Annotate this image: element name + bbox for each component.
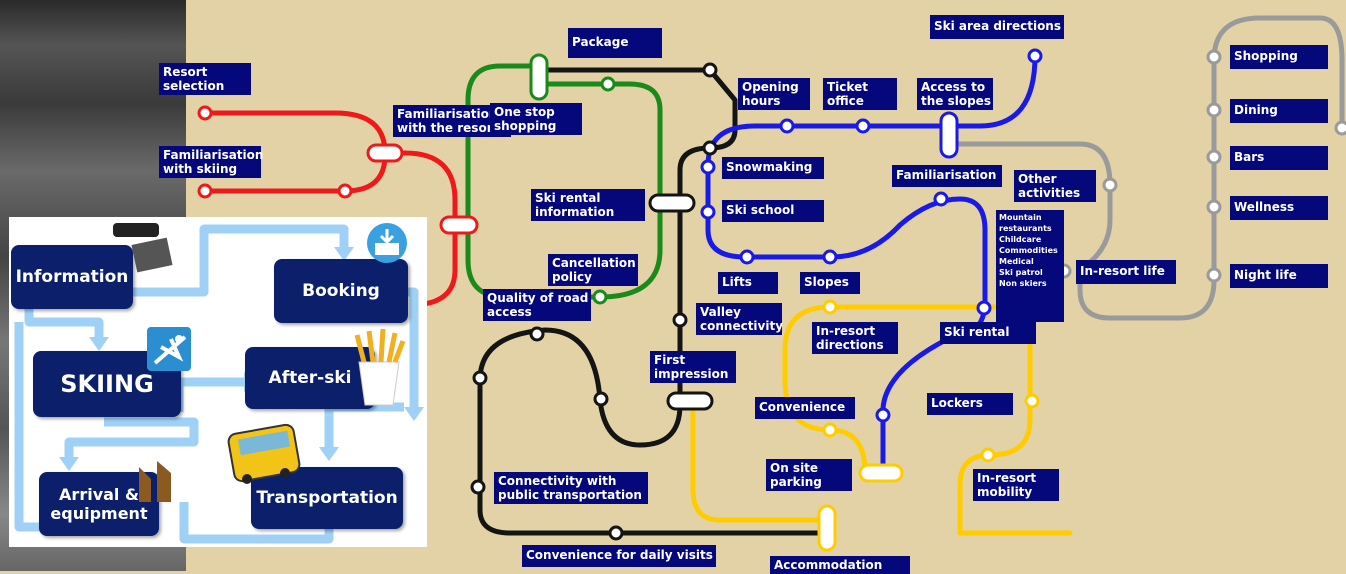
station: [197, 105, 213, 121]
label-ski-school: Ski school: [722, 200, 824, 222]
label-in-resort-life: In-resort life: [1076, 260, 1176, 284]
station: [822, 249, 838, 265]
label-valley-connectivity: Valley connectivity: [696, 303, 783, 335]
station: [608, 525, 624, 541]
inset-after-ski-box: After-ski: [245, 347, 375, 409]
label-accommodation: Accommodation: [770, 556, 910, 574]
station: [1102, 177, 1118, 193]
label-resort-selection: Resort selection: [159, 63, 251, 95]
label-cancellation-policy: Cancellation policy: [548, 254, 638, 286]
label-in-resort-mobility: In-resort mobility: [973, 469, 1059, 501]
inset-flow-diagram: Information Booking SKIING After-ski Arr…: [9, 217, 427, 547]
station: [855, 118, 871, 134]
station: [702, 140, 718, 156]
label-package: Package: [568, 28, 662, 58]
label-connectivity-public: Connectivity with public transportation: [494, 472, 648, 504]
label-opening-hours: Opening hours: [738, 78, 810, 110]
interchange-package: [529, 53, 549, 101]
station: [529, 326, 545, 342]
station: [1206, 49, 1222, 65]
label-other-activities: Other activities: [1014, 170, 1096, 202]
station: [822, 299, 838, 315]
station: [700, 159, 716, 175]
label-first-impression: First impression: [650, 351, 736, 383]
label-on-site-parking: On site parking: [766, 459, 852, 491]
station: [1024, 393, 1040, 409]
interchange-parking: [858, 463, 904, 483]
label-access-slopes: Access to the slopes: [917, 78, 993, 110]
station: [980, 447, 996, 463]
station: [1334, 120, 1346, 136]
station: [933, 191, 949, 207]
station: [592, 289, 608, 305]
station: [672, 312, 688, 328]
station: [1206, 149, 1222, 165]
interchange-rental: [648, 193, 696, 213]
interchange-first: [666, 391, 714, 411]
inset-skiing-box: SKIING: [33, 351, 181, 417]
label-familiarisation: Familiarisation: [892, 165, 1002, 187]
station: [739, 249, 755, 265]
label-night-life: Night life: [1230, 264, 1328, 288]
label-in-resort-directions: In-resort directions: [812, 322, 898, 354]
label-ticket-office: Ticket office: [823, 78, 897, 110]
interchange-red-2: [439, 215, 479, 235]
inset-booking-box: Booking: [274, 259, 408, 323]
label-convenience-daily: Convenience for daily visits: [522, 545, 716, 567]
station: [702, 62, 718, 78]
label-familiarisation-resort: Familiarisation with the resort: [393, 105, 511, 137]
interchange-red: [366, 143, 404, 163]
label-slopes: Slopes: [800, 272, 860, 294]
label-ski-rental-info: Ski rental information: [531, 189, 645, 221]
station: [593, 391, 609, 407]
label-one-stop-shopping: One stop shopping: [490, 103, 582, 135]
station: [197, 183, 213, 199]
label-life-list: Mountain restaurants Childcare Commoditi…: [996, 210, 1064, 322]
station: [822, 422, 838, 438]
station: [1206, 267, 1222, 283]
station: [470, 479, 486, 495]
label-snowmaking: Snowmaking: [722, 157, 824, 179]
label-lockers: Lockers: [927, 393, 1013, 415]
label-lifts: Lifts: [718, 272, 778, 294]
inset-arrival-box: Arrival & equipment: [39, 472, 159, 536]
label-bars: Bars: [1230, 146, 1328, 170]
label-dining: Dining: [1230, 99, 1328, 123]
inset-information-box: Information: [11, 245, 133, 309]
label-ski-rental: Ski rental: [940, 322, 1036, 344]
station: [1027, 48, 1043, 64]
interchange-access: [939, 111, 959, 159]
label-ski-area-directions: Ski area directions: [930, 15, 1064, 39]
station: [700, 204, 716, 220]
inset-transportation-box: Transportation: [251, 467, 403, 529]
station: [779, 118, 795, 134]
label-wellness: Wellness: [1230, 196, 1328, 220]
label-familiarisation-skiing: Familiarisation with skiing: [159, 146, 263, 178]
station: [1206, 199, 1222, 215]
station: [337, 183, 353, 199]
label-convenience: Convenience: [755, 397, 855, 419]
label-quality-road-access: Quality of road access: [483, 289, 591, 321]
station: [472, 370, 488, 386]
station: [875, 407, 891, 423]
station: [976, 300, 992, 316]
label-shopping: Shopping: [1230, 45, 1328, 69]
station: [600, 76, 616, 92]
station: [1206, 102, 1222, 118]
interchange-accom: [817, 504, 837, 552]
